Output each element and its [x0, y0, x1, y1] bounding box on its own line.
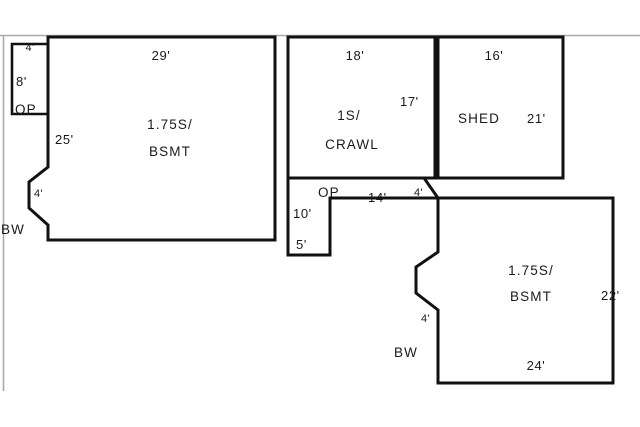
label-shed-name: SHED [458, 111, 500, 126]
label-left-bw-dim: 4' [34, 188, 43, 200]
area-center-open-porch [286, 176, 441, 257]
label-shed-top: 16' [485, 48, 504, 63]
label-right-main-line2: BSMT [510, 289, 552, 304]
label-shed-side: 21' [527, 111, 546, 126]
label-center-porch-left: 10' [293, 206, 312, 221]
label-left-main-line2: BSMT [149, 144, 191, 159]
left-main-outline [27, 35, 277, 242]
label-left-main-line1: 1.75S/ [147, 117, 193, 132]
label-right-main-line1: 1.75S/ [508, 263, 554, 278]
area-right-main [414, 196, 615, 385]
label-crawl-line1: 1S/ [337, 108, 361, 123]
label-left-porch-name: OP [15, 102, 37, 117]
label-right-bw-dim: 4' [421, 313, 430, 325]
page-frame-rules [0, 34, 640, 391]
area-left-main [27, 35, 277, 242]
label-right-main-side: 22' [601, 288, 620, 303]
label-crawl-top: 18' [346, 48, 365, 63]
label-left-porch-top: 4' [25, 42, 34, 54]
label-right-main-bottom: 24' [527, 358, 546, 373]
area-shed [436, 35, 565, 180]
label-center-porch-name: OP [318, 185, 340, 200]
label-left-porch-side: 8' [16, 74, 27, 89]
shed-outline [436, 35, 565, 180]
area-center-crawl [286, 35, 437, 180]
label-left-bw-name: BW [1, 222, 25, 237]
label-crawl-side: 17' [400, 94, 419, 109]
right-main-outline [414, 196, 615, 385]
label-crawl-line2: CRAWL [325, 137, 379, 152]
center-crawl-outline [286, 35, 437, 180]
label-center-porch-bottom: 5' [296, 237, 307, 252]
label-center-porch-chamfer: 4' [414, 187, 423, 199]
label-left-main-top: 29' [152, 48, 171, 63]
label-left-main-side: 25' [55, 132, 74, 147]
label-center-porch-width: 14' [368, 190, 387, 205]
center-open-porch-outline [286, 176, 441, 257]
label-right-bw-name: BW [394, 345, 418, 360]
